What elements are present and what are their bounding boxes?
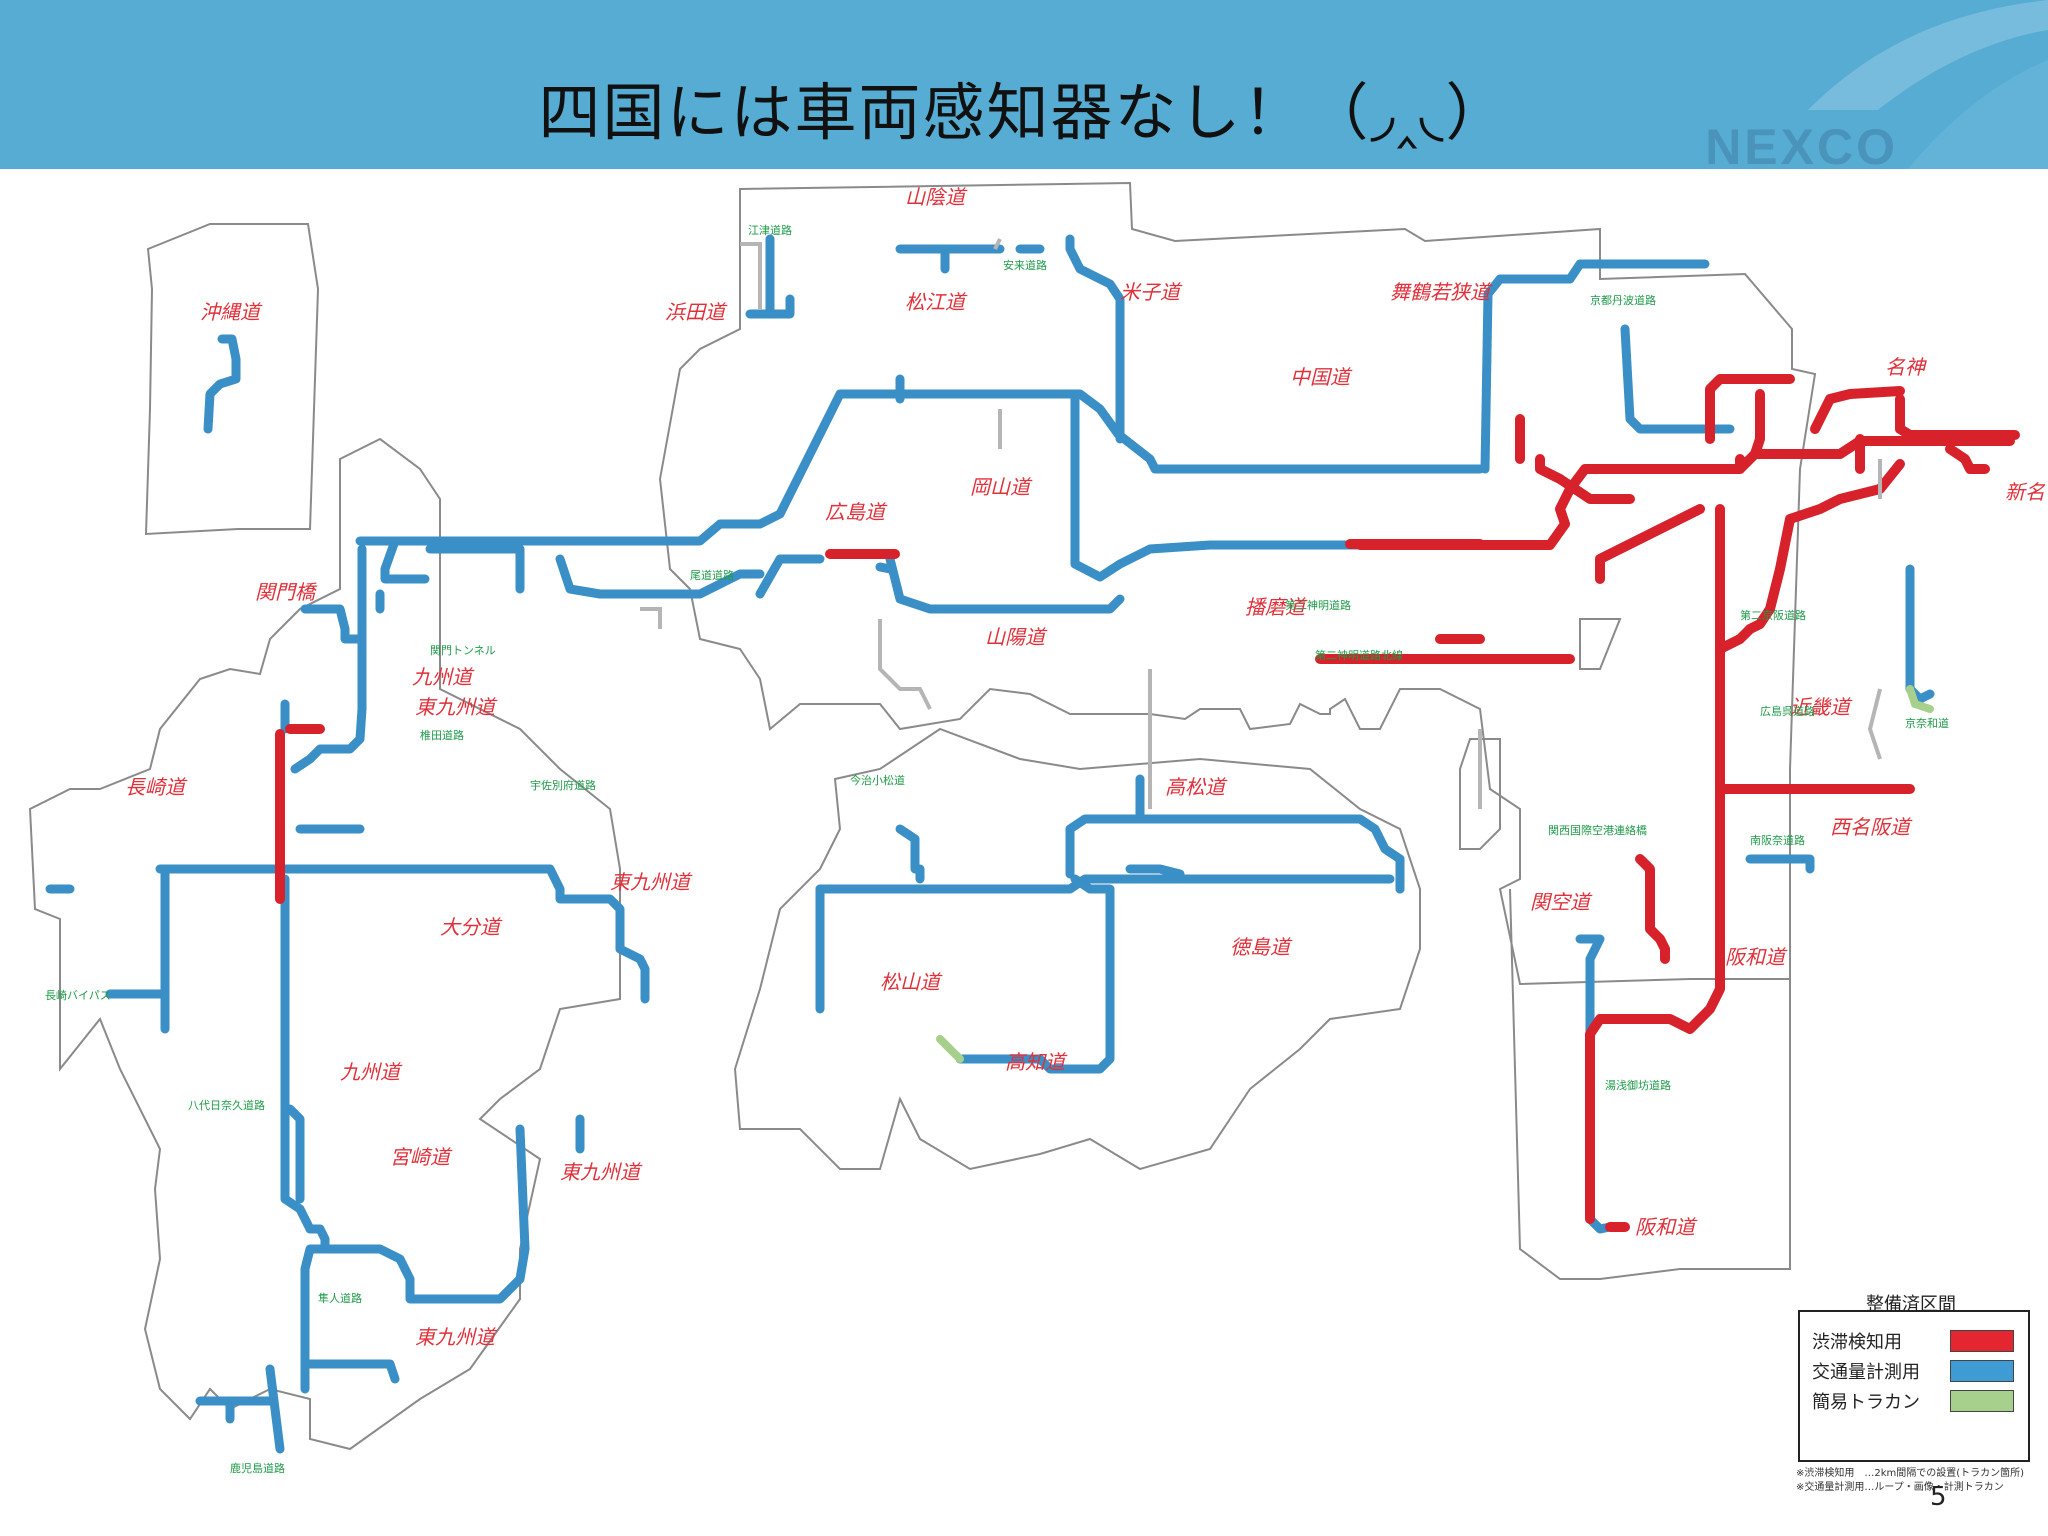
road-label: 広島呉道路 — [1760, 704, 1815, 718]
route-label-kanmon: 関門橋 — [255, 580, 318, 604]
route-label-higashikyushu-3: 東九州道 — [610, 870, 693, 894]
blue-routes — [45, 234, 1935, 1454]
legend-note: ※渋滞検知用 …2km間隔での設置(トラカン箇所) — [1796, 1468, 2025, 1479]
road-label: 南阪奈道路 — [1750, 833, 1805, 847]
road-label: 鹿児島道路 — [230, 1461, 285, 1475]
route-label-higashikyushu-1: 東九州道 — [415, 695, 498, 719]
route-label-miyazaki: 宮崎道 — [390, 1145, 453, 1169]
route-label-oita: 大分道 — [440, 915, 503, 939]
route-labels: 沖縄道 関門橋 長崎道 九州道 東九州道 大分道 九州道 宮崎道 東九州道 東九… — [125, 185, 2046, 1349]
road-label: 関西国際空港連絡橋 — [1548, 823, 1647, 837]
route-label-higashikyushu-2: 東九州道 — [560, 1160, 643, 1184]
green-routes — [936, 685, 1934, 1063]
route-label-maizuru: 舞鶴若狭道 — [1390, 280, 1493, 304]
road-labels: 江津道路 安来道路 尾道道路 関門トンネル 椎田道路 宇佐別府道路 八代日奈久道… — [45, 223, 1949, 1475]
road-label: 椎田道路 — [420, 728, 464, 742]
legend-label-congestion: 渋滞検知用 — [1812, 1332, 1902, 1353]
road-label: 今治小松道 — [850, 773, 905, 787]
legend-note: ※交通量計測用…ループ・画像・計測トラカン — [1796, 1482, 2004, 1493]
road-label: 江津道路 — [748, 223, 792, 237]
route-label-kyushu-1: 九州道 — [412, 665, 475, 689]
route-label-sanin: 山陰道 — [905, 185, 968, 209]
road-label: 第二神明道路 — [1285, 598, 1351, 612]
route-label-matsue: 松江道 — [905, 290, 968, 314]
route-label-higashikyushu-4: 東九州道 — [415, 1325, 498, 1349]
route-label-kyushu-2: 九州道 — [340, 1060, 403, 1084]
route-label-hamada: 浜田道 — [665, 300, 728, 324]
road-label: 京奈和道 — [1905, 716, 1949, 730]
route-label-kanku: 関空道 — [1530, 890, 1593, 914]
slide-title: 四国には車両感知器なし！（◞‸◟） — [538, 76, 1510, 149]
nexco-logo: NEXCO — [1705, 119, 1898, 169]
region-outlines — [28, 181, 1817, 1451]
legend: 渋滞検知用 交通量計測用 簡易トラカン — [1798, 1310, 2030, 1462]
route-label-okayama: 岡山道 — [970, 475, 1033, 499]
slide-header: 四国には車両感知器なし！（◞‸◟） NEXCO — [0, 0, 2048, 169]
legend-swatch-green — [1950, 1390, 2014, 1412]
nexco-swoosh-icon — [1808, 0, 2048, 169]
expressway-map: 沖縄道 関門橋 長崎道 九州道 東九州道 大分道 九州道 宮崎道 東九州道 東九… — [28, 181, 2046, 1475]
route-label-takamatsu: 高松道 — [1165, 775, 1228, 799]
road-label: 第二神明道路北線 — [1315, 648, 1403, 662]
route-label-sanyo: 山陽道 — [985, 625, 1048, 649]
road-label: 隼人道路 — [318, 1291, 362, 1305]
road-label: 関門トンネル — [430, 644, 496, 657]
route-label-tokushima: 徳島道 — [1230, 935, 1293, 959]
road-label: 尾道道路 — [690, 568, 734, 582]
route-label-meishin: 名神 — [1885, 355, 1927, 379]
road-label: 八代日奈久道路 — [188, 1098, 265, 1112]
route-label-chugoku: 中国道 — [1290, 365, 1353, 389]
route-label-nagasaki: 長崎道 — [125, 775, 188, 799]
route-label-matsuyama: 松山道 — [880, 970, 943, 994]
legend-swatch-blue — [1950, 1360, 2014, 1382]
road-label: 第二京阪道路 — [1740, 608, 1806, 622]
route-label-harima: 播磨道 — [1245, 595, 1308, 619]
legend-label-simple: 簡易トラカン — [1812, 1392, 1920, 1413]
road-label: 京都丹波道路 — [1590, 293, 1656, 307]
red-routes — [275, 374, 2020, 1232]
route-label-shinmei: 新名 — [2005, 480, 2046, 504]
legend-title: 整備済区間 — [1866, 1294, 1956, 1315]
route-label-okinawa: 沖縄道 — [200, 300, 263, 324]
legend-label-traffic: 交通量計測用 — [1812, 1362, 1920, 1383]
minor-routes — [640, 238, 1882, 809]
route-label-yonago: 米子道 — [1120, 280, 1183, 304]
page-number: 5 — [1930, 1482, 1947, 1512]
route-label-nishimeihan: 西名阪道 — [1830, 815, 1913, 839]
route-label-hiroshima: 広島道 — [825, 500, 888, 524]
road-label: 安来道路 — [1003, 258, 1047, 272]
road-label: 湯浅御坊道路 — [1605, 1078, 1671, 1092]
route-label-kinki: 近畿道 — [1790, 695, 1853, 719]
route-label-hanwa-1: 阪和道 — [1725, 945, 1788, 969]
road-label: 長崎バイパス — [45, 988, 111, 1002]
legend-swatch-red — [1950, 1330, 2014, 1352]
route-label-hanwa-2: 阪和道 — [1635, 1215, 1698, 1239]
route-label-kochi: 高知道 — [1005, 1050, 1068, 1074]
road-label: 宇佐別府道路 — [530, 778, 596, 792]
